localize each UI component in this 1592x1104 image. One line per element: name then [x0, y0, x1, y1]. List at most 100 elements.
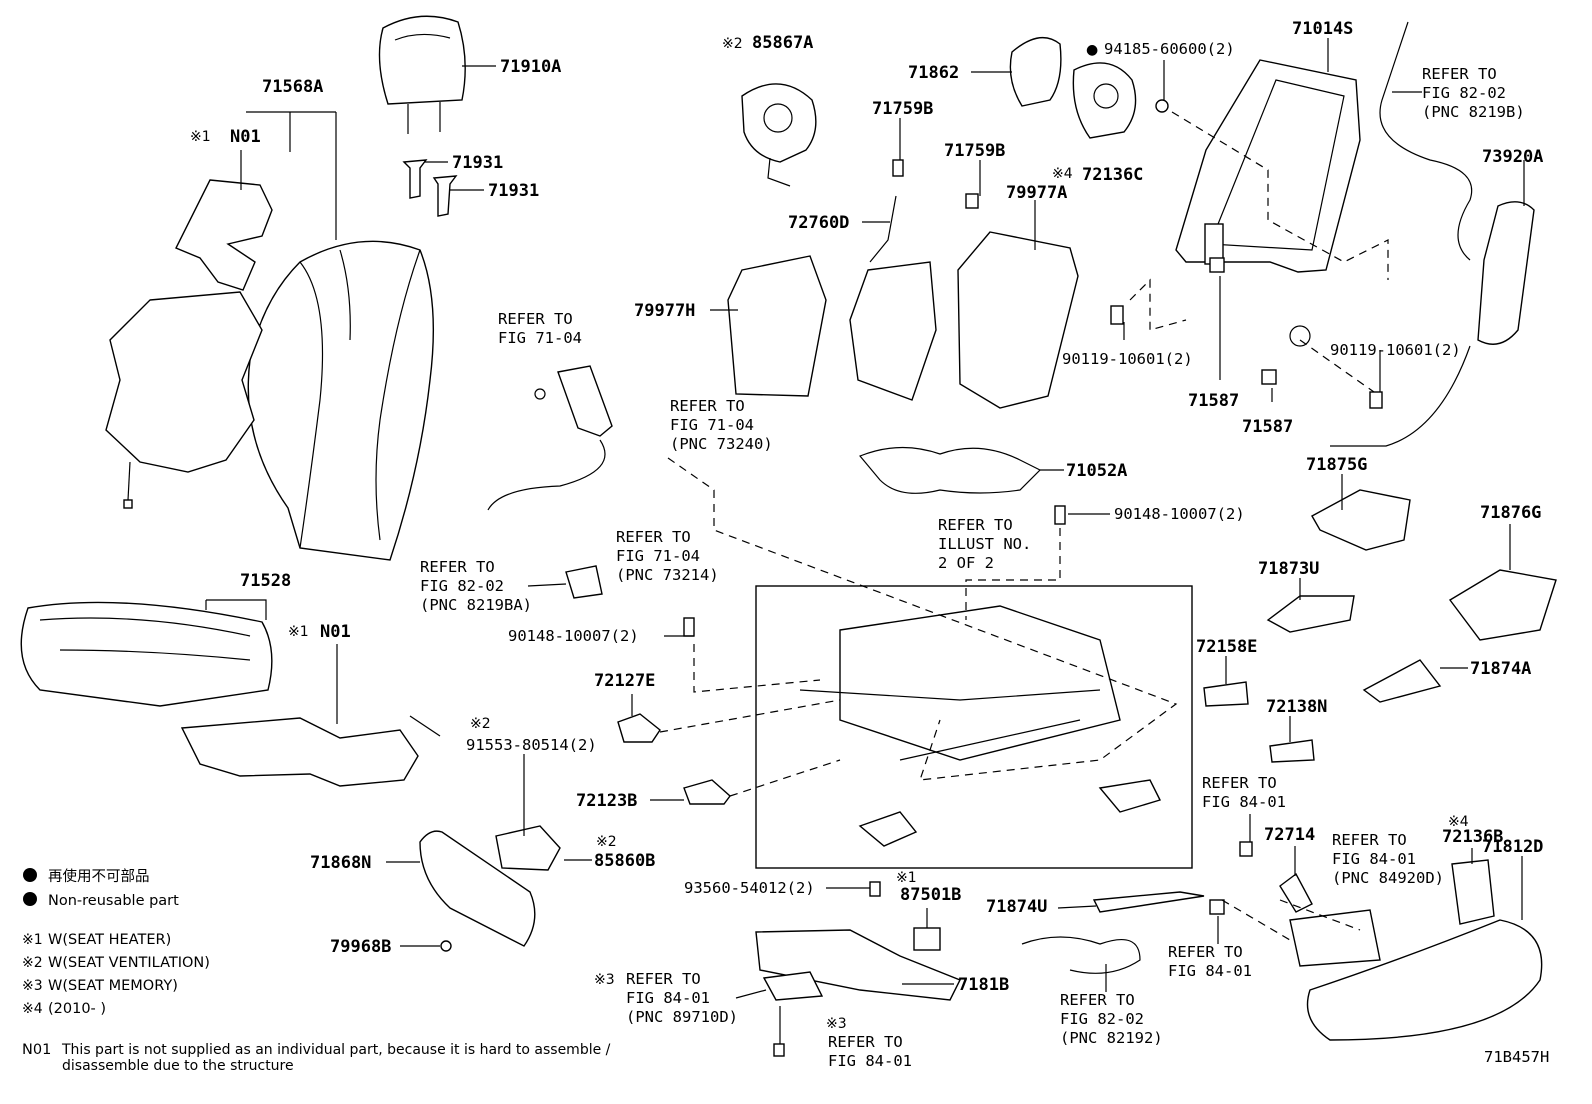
ref-fig-71-04-a: REFER TO FIG 71-04	[498, 310, 582, 347]
nonreusable-bullet-icon	[23, 868, 37, 882]
ref-fig-84-01-a: REFER TO FIG 84-01	[1202, 774, 1286, 811]
trim-71875g-part	[1311, 489, 1411, 551]
svg-text:ILLUST NO.: ILLUST NO.	[938, 535, 1031, 553]
footnote: N01 This part is not supplied as an indi…	[22, 1042, 611, 1074]
label-7181B: 7181B	[958, 975, 1009, 995]
svg-text:FIG 71-04: FIG 71-04	[498, 329, 582, 347]
mark-2-85860B: ※2	[596, 834, 617, 850]
svg-text:※3: ※3	[22, 978, 43, 994]
label-71862: 71862	[908, 63, 959, 83]
label-72136C: 72136C	[1082, 165, 1143, 185]
footnote-line2: disassemble due to the structure	[62, 1058, 294, 1074]
legend-w4: (2010- )	[48, 1001, 106, 1017]
svg-text:2 OF 2: 2 OF 2	[938, 554, 994, 572]
label-71528: 71528	[240, 571, 291, 591]
svg-text:FIG 84-01: FIG 84-01	[1202, 793, 1286, 811]
headrest-part	[378, 15, 466, 134]
belt-buckle-part	[487, 365, 613, 511]
svg-text:REFER TO: REFER TO	[1060, 991, 1135, 1009]
label-79977A: 79977A	[1006, 183, 1067, 203]
seatback-frame-part	[1175, 59, 1361, 347]
svg-text:(PNC 73214): (PNC 73214)	[616, 566, 719, 584]
label-90148-b: 90148-10007(2)	[1114, 505, 1245, 523]
label-71910A: 71910A	[500, 57, 561, 77]
label-71587-b: 71587	[1242, 417, 1293, 437]
seatback-cover-part	[247, 240, 435, 561]
ref-illust-2-of-2: REFER TO ILLUST NO. 2 OF 2	[938, 516, 1031, 572]
trim-71874u-part	[1092, 891, 1205, 913]
ref-fig-84-01-c: ※3 REFER TO FIG 84-01	[826, 1016, 912, 1070]
ref-fig-82-02-pnc-8219b: REFER TO FIG 82-02 (PNC 8219B)	[1422, 65, 1525, 121]
back-pad-part	[727, 255, 827, 397]
ref-fig-84-01-pnc-84920d: REFER TO FIG 84-01 (PNC 84920D)	[1332, 831, 1444, 887]
label-72127E: 72127E	[594, 671, 655, 691]
cover-72123b-part	[683, 779, 731, 805]
bracket-72714-part	[1279, 872, 1313, 913]
svg-text:REFER TO: REFER TO	[420, 558, 495, 576]
shield-part	[419, 830, 536, 952]
svg-text:(PNC 89710D): (PNC 89710D)	[626, 1008, 738, 1026]
ref-fig-84-01-b: REFER TO FIG 84-01	[1168, 943, 1252, 980]
legend-nonreusable-en: Non-reusable part	[48, 893, 179, 909]
footnote-code: N01	[22, 1042, 51, 1058]
headrest-guide-part	[402, 159, 458, 217]
footnote-line1: This part is not supplied as an individu…	[61, 1042, 611, 1058]
seat-cushion-cover-part	[20, 601, 273, 707]
label-71868N: 71868N	[310, 853, 371, 873]
legend-w2: W(SEAT VENTILATION)	[48, 955, 210, 971]
label-71587-a: 71587	[1188, 391, 1239, 411]
ref-fig-84-01-pnc-89710d: ※3 REFER TO FIG 84-01 (PNC 89710D)	[594, 970, 738, 1026]
side-pad-part	[1009, 36, 1062, 107]
reference-notes: REFER TO FIG 71-04 REFER TO FIG 71-04 (P…	[420, 65, 1525, 1070]
legend: 再使用不可部品 Non-reusable part ※1 W(SEAT HEAT…	[22, 868, 210, 1017]
mark-4-72136C: ※4	[1052, 166, 1073, 182]
mark-2-85867A: ※2	[722, 36, 743, 52]
svg-text:(PNC 73240): (PNC 73240)	[670, 435, 773, 453]
trim-71873u-part	[1266, 595, 1355, 633]
lumbar-support-part	[849, 159, 937, 401]
label-72158E: 72158E	[1196, 637, 1257, 657]
label-71873U: 71873U	[1258, 559, 1319, 579]
label-71875G: 71875G	[1306, 455, 1367, 475]
svg-text:REFER TO: REFER TO	[1168, 943, 1243, 961]
back-panel-part	[957, 193, 1079, 409]
seat-spring-part	[859, 446, 1042, 494]
ref-fig-71-04-pnc-73214: REFER TO FIG 71-04 (PNC 73214)	[616, 528, 719, 584]
mark-1-top: ※1	[190, 129, 211, 145]
label-85860B: 85860B	[594, 851, 655, 871]
label-72760D: 72760D	[788, 213, 849, 233]
dashed-guides	[659, 111, 1389, 941]
diagram-id: 71B457H	[1484, 1048, 1549, 1066]
nonreusable-dot-94185: ●	[1086, 42, 1098, 58]
part-labels: 71910A 71931 71931 71568A N01 ※1 85867A …	[190, 19, 1543, 995]
trim-71876g-part	[1448, 569, 1557, 641]
mark-1-87501B: ※1	[896, 870, 917, 886]
svg-text:REFER TO: REFER TO	[498, 310, 573, 328]
ref-fig-82-02-pnc-82192: REFER TO FIG 82-02 (PNC 82192)	[1060, 991, 1163, 1047]
svg-text:REFER TO: REFER TO	[616, 528, 691, 546]
label-71759B-b: 71759B	[944, 141, 1005, 161]
svg-text:FIG 71-04: FIG 71-04	[670, 416, 754, 434]
label-71052A: 71052A	[1066, 461, 1127, 481]
label-72714: 72714	[1264, 825, 1315, 845]
svg-text:REFER TO: REFER TO	[1202, 774, 1277, 792]
label-72138N: 72138N	[1266, 697, 1327, 717]
seat-adjuster-part	[799, 605, 1161, 847]
label-n01-top: N01	[230, 127, 261, 147]
label-91553: 91553-80514(2)	[466, 736, 597, 754]
lumbar-motor-part	[1072, 62, 1137, 139]
leader-lines	[205, 38, 1525, 1044]
svg-text:FIG 71-04: FIG 71-04	[616, 547, 700, 565]
trim-71874a-part	[1362, 659, 1442, 703]
svg-text:REFER TO: REFER TO	[828, 1033, 903, 1051]
svg-text:※3: ※3	[594, 972, 615, 988]
label-71876G: 71876G	[1480, 503, 1541, 523]
label-85867A: 85867A	[752, 33, 813, 53]
cushion-frame-part	[755, 927, 961, 1001]
label-79977H: 79977H	[634, 301, 695, 321]
cover-72127e-part	[617, 713, 661, 743]
svg-text:※4: ※4	[22, 1001, 43, 1017]
svg-text:FIG 84-01: FIG 84-01	[1332, 850, 1416, 868]
ref-fig-82-02-pnc-8219ba: REFER TO FIG 82-02 (PNC 8219BA)	[420, 558, 532, 614]
